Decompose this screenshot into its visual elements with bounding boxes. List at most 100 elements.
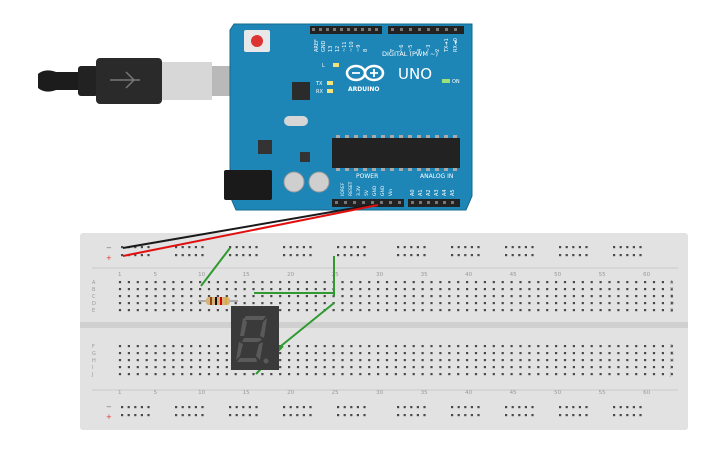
rail-minus-label-bottom: − bbox=[106, 403, 112, 411]
power-pin-label: Vin bbox=[388, 189, 394, 196]
row-letter: J bbox=[669, 372, 671, 378]
column-number: 15 bbox=[243, 272, 250, 278]
column-number: 60 bbox=[643, 390, 650, 396]
power-pin-label: RESET bbox=[348, 181, 354, 196]
row-letter: E bbox=[92, 308, 95, 314]
header-pin-label: ~10 bbox=[349, 41, 355, 52]
header-pin-label: 13 bbox=[328, 46, 334, 52]
row-letter: F bbox=[670, 344, 673, 350]
row-letter: H bbox=[670, 358, 674, 364]
column-number: 15 bbox=[243, 390, 250, 396]
power-header[interactable] bbox=[332, 199, 404, 207]
header-pin-label: TX➔1 bbox=[444, 38, 450, 53]
analog-pin-label: A1 bbox=[418, 189, 424, 196]
power-pin-label: IOREF bbox=[340, 182, 346, 196]
row-letter: H bbox=[92, 358, 96, 364]
column-number: 25 bbox=[332, 272, 339, 278]
seven-segment-display[interactable]: 8 . bbox=[231, 306, 279, 370]
wire-red[interactable] bbox=[122, 204, 379, 257]
column-number: 50 bbox=[554, 272, 561, 278]
row-letter: C bbox=[670, 294, 674, 300]
header-pin-label: ~11 bbox=[342, 41, 348, 52]
header-pin-label: 7 bbox=[390, 49, 396, 52]
column-number: 55 bbox=[599, 390, 606, 396]
column-number: 5 bbox=[154, 390, 158, 396]
usb-cable[interactable] bbox=[38, 58, 240, 104]
on-label: ON bbox=[452, 79, 460, 85]
arduino-logo-icon bbox=[345, 64, 385, 82]
header-pin-label: AREF bbox=[314, 39, 320, 52]
digital-label: DIGITAL (PWM ~) bbox=[382, 50, 438, 58]
row-letter: J bbox=[91, 372, 93, 378]
column-number: 20 bbox=[287, 390, 294, 396]
analog-pin-label: A2 bbox=[426, 189, 432, 196]
analog-label: ANALOG IN bbox=[420, 173, 453, 180]
wire-black[interactable] bbox=[122, 204, 373, 249]
header-pin-label: GND bbox=[321, 40, 327, 52]
column-number: 25 bbox=[332, 390, 339, 396]
column-number: 10 bbox=[198, 390, 205, 396]
segments bbox=[236, 316, 267, 362]
header-pin-label: ~5 bbox=[408, 45, 414, 52]
power-pin-label: 5V bbox=[364, 189, 370, 196]
row-letter: D bbox=[670, 301, 674, 307]
usb-chip bbox=[292, 82, 310, 100]
column-number: 55 bbox=[599, 272, 606, 278]
header-pin-label: 8 bbox=[363, 49, 369, 52]
column-number: 35 bbox=[421, 390, 428, 396]
power-pin-label: 3.3V bbox=[356, 185, 362, 196]
column-number: 45 bbox=[510, 390, 517, 396]
analog-pin-label: A4 bbox=[442, 189, 448, 196]
column-number: 40 bbox=[465, 390, 472, 396]
row-letter: I bbox=[670, 365, 671, 371]
decimal-point bbox=[263, 358, 269, 364]
row-letter: A bbox=[92, 280, 96, 286]
rx-label: RX bbox=[316, 89, 323, 95]
wire-green-1[interactable] bbox=[200, 247, 231, 287]
digital-header-right[interactable] bbox=[388, 26, 464, 34]
crystal bbox=[284, 116, 308, 126]
column-number: 50 bbox=[554, 390, 561, 396]
power-pin-label: GND bbox=[372, 185, 378, 196]
header-pin-label: ~9 bbox=[356, 45, 362, 52]
power-led bbox=[442, 79, 450, 83]
header-pin-label: ~3 bbox=[426, 45, 432, 52]
header-pin-label: ~6 bbox=[399, 45, 405, 52]
row-letter: D bbox=[92, 301, 96, 307]
column-number: 60 bbox=[643, 272, 650, 278]
column-number: 45 bbox=[510, 272, 517, 278]
column-number: 30 bbox=[376, 272, 383, 278]
row-letter: C bbox=[92, 294, 96, 300]
row-letter: F bbox=[92, 344, 95, 350]
model-label: UNO bbox=[398, 65, 432, 83]
column-number: 35 bbox=[421, 272, 428, 278]
analog-pin-label: A3 bbox=[434, 189, 440, 196]
analog-pin-label: A5 bbox=[450, 189, 456, 196]
row-letter: E bbox=[670, 308, 673, 314]
row-letter: G bbox=[670, 351, 674, 357]
row-letter: G bbox=[92, 351, 96, 357]
tx-label: TX bbox=[315, 81, 323, 87]
row-letter: A bbox=[670, 280, 674, 286]
wire-green-4[interactable] bbox=[275, 302, 335, 351]
resistor[interactable] bbox=[198, 297, 238, 305]
column-number: 1 bbox=[118, 390, 122, 396]
column-number: 30 bbox=[376, 390, 383, 396]
rail-minus-label: − bbox=[106, 244, 112, 252]
header-pin-label: 2 bbox=[435, 49, 441, 52]
power-label: POWER bbox=[356, 173, 378, 180]
header-pin-label: RX◄0 bbox=[453, 38, 459, 52]
column-number: 5 bbox=[154, 272, 158, 278]
header-pin-label: 4 bbox=[417, 49, 423, 52]
analog-pin-label: A0 bbox=[410, 189, 416, 196]
analog-header[interactable] bbox=[408, 199, 460, 207]
rail-plus-label-bottom: + bbox=[106, 413, 112, 421]
row-letter: I bbox=[92, 365, 93, 371]
row-letter: B bbox=[670, 287, 674, 293]
digital-header-left[interactable] bbox=[310, 26, 382, 34]
column-number: 40 bbox=[465, 272, 472, 278]
column-number: 10 bbox=[198, 272, 205, 278]
